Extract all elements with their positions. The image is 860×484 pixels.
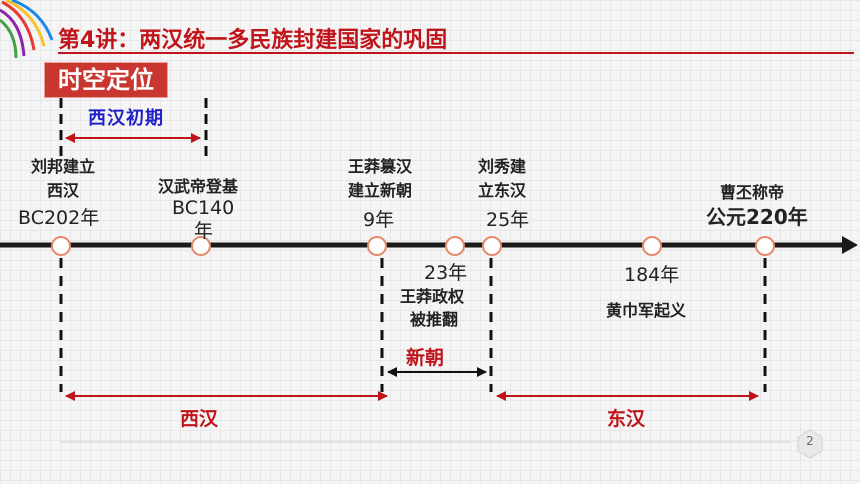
event-label-liubang-line1: 刘邦建立: [30, 157, 95, 176]
timeline-axis-arrowhead: [842, 236, 858, 254]
timeline-node-220ad: [755, 236, 775, 256]
timeline-node-bc202: [51, 236, 71, 256]
timeline-node-bc140: [191, 236, 211, 256]
event-year-9ad: 9年: [363, 209, 395, 231]
event-label-caopi: 曹丕称帝: [720, 183, 785, 202]
event-year-184ad: 184年: [624, 264, 680, 286]
event-year-25ad: 25年: [486, 209, 530, 231]
event-label-liuxiu-line2: 立东汉: [478, 181, 527, 200]
period-xin: 新朝: [406, 347, 445, 369]
event-label-wangmang-line2: 建立新朝: [348, 181, 413, 200]
ribbon-logo: [0, 0, 54, 59]
page-number: 2: [806, 434, 814, 448]
event-year-23ad: 23年: [424, 262, 468, 284]
event-label-liuxiu-line1: 刘秀建: [478, 157, 527, 176]
event-label-liubang-line2: 西汉: [46, 181, 79, 200]
timeline-node-9ad: [367, 236, 387, 256]
page-title: 第4讲：两汉统一多民族封建国家的巩固: [58, 28, 448, 53]
period-western-han: 西汉: [180, 408, 219, 430]
period-eastern-han: 东汉: [607, 408, 646, 430]
event-label-yellow-turban: 黄巾军起义: [606, 301, 687, 320]
timeline-node-23ad: [445, 236, 465, 256]
event-label-wangmang-line1: 王莽篡汉: [348, 157, 413, 176]
period-early-western-han: 西汉初期: [88, 108, 164, 129]
event-label-overthrown-line1: 王莽政权: [400, 287, 465, 306]
event-year-bc202: BC202年: [18, 207, 100, 229]
timeline-node-184ad: [642, 236, 662, 256]
title-underline: [58, 52, 854, 54]
page-number-badge-icon: [797, 429, 823, 459]
event-year-bc140: BC140: [172, 197, 235, 219]
event-label-overthrown-line2: 被推翻: [410, 310, 459, 329]
event-year-bc140-suffix: 年: [194, 220, 214, 242]
section-label: 时空定位: [44, 62, 168, 98]
timeline-node-25ad: [482, 236, 502, 256]
event-label-wudi: 汉武帝登基: [158, 177, 239, 196]
event-year-220ad: 公元220年: [706, 205, 808, 229]
